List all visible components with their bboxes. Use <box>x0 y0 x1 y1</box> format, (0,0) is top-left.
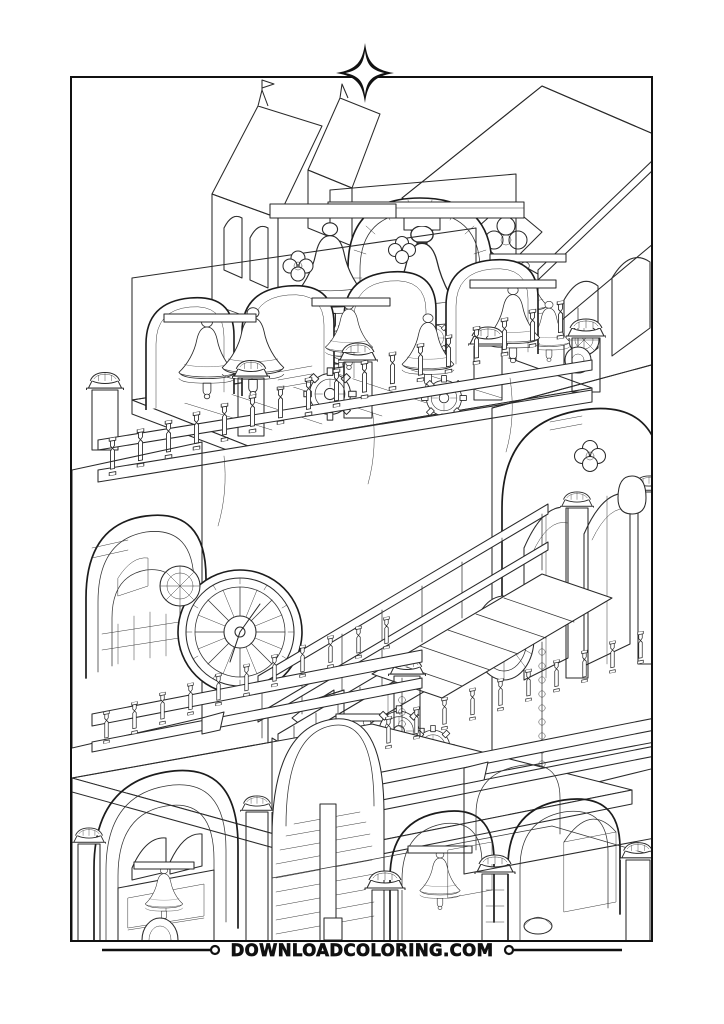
ground-hall-level <box>72 718 651 940</box>
bell-tower-line-art <box>72 78 651 940</box>
left-flourish-ornament <box>101 944 220 956</box>
left-turret <box>211 89 323 333</box>
gallery-balustrade <box>97 300 593 483</box>
spiral-staircase <box>271 718 385 940</box>
ground-arcade <box>389 798 621 940</box>
accent-details <box>159 79 647 785</box>
artwork-frame <box>70 76 653 942</box>
right-flourish-ornament <box>504 944 623 956</box>
mid-right-bay <box>463 742 651 875</box>
quatrefoil-ornaments <box>282 235 417 282</box>
carillon-gallery-level <box>86 227 606 483</box>
footer-watermark: DOWNLOADCOLORING.COM <box>0 934 724 966</box>
watermark-text: DOWNLOADCOLORING.COM <box>230 940 494 960</box>
depth-hatching <box>91 365 583 559</box>
artwork-clip <box>72 78 651 940</box>
four-pointed-star-icon <box>335 42 395 104</box>
clock-wheel <box>177 569 303 695</box>
gothic-doorway <box>93 769 239 940</box>
